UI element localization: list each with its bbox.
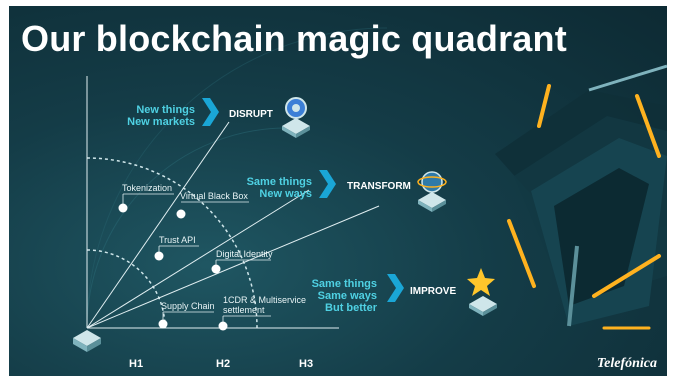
dot-virtual-black-box xyxy=(176,209,186,219)
horizon-arc-h1 xyxy=(86,249,166,329)
star-badge-icon xyxy=(467,268,497,316)
wireframe-cube-decoration xyxy=(495,64,667,330)
horizon-h1: H1 xyxy=(129,358,144,370)
chevron-transform-icon xyxy=(319,170,336,198)
item-digital-identity: Digital Identity xyxy=(216,249,273,259)
dot-tokenization xyxy=(118,203,128,213)
quadrant-diagram xyxy=(73,27,667,352)
item-cdr-line2: settlement xyxy=(223,305,265,315)
slide: Our blockchain magic quadrant New things… xyxy=(9,6,667,376)
telefonica-logo: Telefónica xyxy=(596,356,657,371)
item-trust-api: Trust API xyxy=(159,235,196,245)
improve-tag-line2: Same ways xyxy=(317,290,377,302)
dot-cdr-settlement xyxy=(218,321,228,331)
disrupt-tag: New things New markets xyxy=(127,104,195,128)
chevron-improve-icon xyxy=(387,274,404,302)
category-disrupt: DISRUPT xyxy=(229,109,273,120)
horizon-arc-h2 xyxy=(86,157,258,329)
circuit-coin-icon xyxy=(282,97,310,138)
disrupt-line xyxy=(86,121,230,329)
transform-tag-line2: New ways xyxy=(259,188,312,200)
transform-tag-line1: Same things xyxy=(246,176,312,188)
item-cdr-settlement: 1CDR & Multiservice settlement xyxy=(223,295,306,315)
dot-supply-chain xyxy=(158,319,168,329)
disrupt-tag-line1: New things xyxy=(136,104,195,116)
item-supply-chain: Supply Chain xyxy=(161,301,215,311)
bg-arc xyxy=(86,27,388,329)
chevron-disrupt-icon xyxy=(202,98,219,126)
origin-cube-icon xyxy=(73,330,101,352)
slide-title: Our blockchain magic quadrant xyxy=(21,18,567,59)
transform-tag: Same things New ways xyxy=(247,176,312,200)
category-improve: IMPROVE xyxy=(410,286,457,297)
transform-line xyxy=(86,189,310,329)
horizon-h2: H2 xyxy=(216,358,231,370)
category-transform: TRANSFORM xyxy=(347,181,411,192)
disrupt-tag-line2: New markets xyxy=(127,116,195,128)
item-cdr-line1: 1CDR & Multiservice xyxy=(223,295,307,305)
globe-satellite-icon xyxy=(417,171,447,212)
improve-tag-line3: But better xyxy=(325,302,377,314)
dot-trust-api xyxy=(154,251,164,261)
bg-arc xyxy=(86,127,288,329)
item-tokenization: Tokenization xyxy=(122,183,173,193)
item-virtual-black-box: Virtual Black Box xyxy=(180,191,248,201)
improve-tag-line1: Same things xyxy=(311,278,377,290)
improve-line xyxy=(86,205,380,329)
dot-digital-identity xyxy=(211,264,221,274)
horizon-h3: H3 xyxy=(299,358,314,370)
improve-tag: Same things Same ways But better xyxy=(312,278,377,314)
